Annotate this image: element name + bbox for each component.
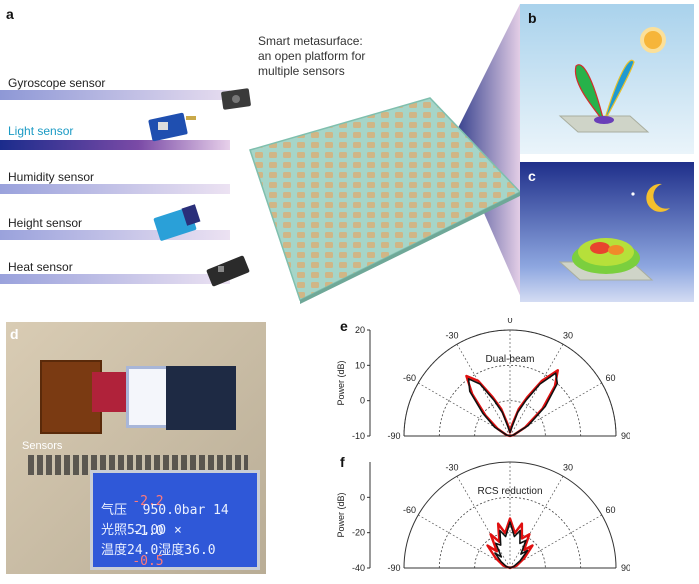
angle-tick-label: -30 xyxy=(445,331,458,341)
panel-label-f: f xyxy=(340,454,345,470)
heat-module xyxy=(206,255,250,287)
sensor-label-gyroscope: Gyroscope sensor xyxy=(8,76,106,90)
caption-line-3: multiple sensors xyxy=(258,64,345,78)
metasurface-edge xyxy=(300,192,520,304)
angle-tick-label: -90 xyxy=(387,431,400,441)
lcd-value-1: -2.2 xyxy=(132,494,164,509)
angle-tick-label: 30 xyxy=(563,331,573,341)
antenna-board xyxy=(166,366,236,430)
angle-tick-label: 90 xyxy=(621,431,630,441)
light-sensor-module xyxy=(148,112,196,142)
panel-label-a: a xyxy=(6,6,14,22)
polar-ring xyxy=(438,364,582,437)
height-beam xyxy=(0,230,230,240)
gyroscope-module xyxy=(221,88,251,110)
y-tick-label: -20 xyxy=(352,528,365,538)
y-tick-label: -40 xyxy=(352,563,365,573)
angle-tick-label: 60 xyxy=(605,505,615,515)
gyroscope-beam xyxy=(0,90,230,100)
angle-tick-label: -90 xyxy=(387,563,400,573)
sensor-label-light: Light sensor xyxy=(8,124,74,138)
angle-tick-label: 30 xyxy=(563,463,573,473)
angle-tick-label: -30 xyxy=(445,463,458,473)
panel-label-c: c xyxy=(528,168,536,184)
metasurface-caption: Smart metasurface: an open platform for … xyxy=(258,34,365,79)
light-beam xyxy=(0,140,230,150)
y-axis-label: Power (dB) xyxy=(336,492,346,537)
controller-board xyxy=(92,372,128,412)
angle-tick-label: 60 xyxy=(605,373,615,383)
moon-icon xyxy=(646,183,670,212)
lcd-value-3: -0.5 xyxy=(132,554,164,569)
angle-tick-label: 0 xyxy=(507,318,512,325)
polar-spoke xyxy=(456,476,511,569)
panel-label-b: b xyxy=(528,10,537,26)
projection-cone xyxy=(452,4,520,296)
caption-line-2: an open platform for xyxy=(258,49,366,63)
humidity-beam xyxy=(0,184,230,194)
polar-chart-rcs-reduction: -90 -60 -30 0 30 60 90 0 -20 -40 Power (dB) RCS red… xyxy=(336,455,630,573)
lcd-pressure-row: 气压 950.0bar 14 xyxy=(101,503,229,518)
series-red-curve xyxy=(486,517,534,570)
caption-line-1: Smart metasurface: xyxy=(258,34,363,48)
heat-beam xyxy=(0,274,230,284)
polar-spoke xyxy=(509,514,602,569)
rcs-reduction-pattern-illustration xyxy=(558,183,670,281)
angle-tick-label: 90 xyxy=(621,563,630,573)
polar-chart-dual-beam: -90 -60 -30 0 30 60 90 20 10 0 -10 Power (dB) Dual-b… xyxy=(336,318,630,441)
y-tick-label: 0 xyxy=(360,396,365,406)
lcd-display: -2.2 -1.0 -0.5 气压 950.0bar 14 光照52.00 × … xyxy=(90,470,260,570)
sun-icon xyxy=(640,27,666,53)
y-axis-label: Power (dB) xyxy=(336,360,346,405)
polar-spoke xyxy=(509,476,564,569)
lcd-temp-humidity-row: 温度24.0湿度36.0 xyxy=(101,543,216,558)
polar-spoke xyxy=(456,344,511,437)
sensor-label-height: Height sensor xyxy=(8,216,83,230)
panel-label-d: d xyxy=(10,326,19,342)
panel-label-e: e xyxy=(340,318,348,334)
angle-tick-label: 0 xyxy=(507,455,512,457)
y-tick-label: 10 xyxy=(355,360,365,370)
angle-tick-label: -60 xyxy=(403,505,416,515)
angle-tick-label: -60 xyxy=(403,373,416,383)
polar-spoke xyxy=(509,344,564,437)
sensor-label-humidity: Humidity sensor xyxy=(8,170,95,184)
series-black-curve xyxy=(494,521,529,569)
y-tick-label: 0 xyxy=(360,492,365,502)
lcd-light-row: 光照52.00 × xyxy=(101,523,182,538)
y-tick-label: 20 xyxy=(355,325,365,335)
lcd-value-2: -1.0 xyxy=(132,524,164,539)
sensors-photo-label: Sensors xyxy=(22,440,63,452)
chart-annotation: RCS reduction xyxy=(477,486,542,497)
polar-ring xyxy=(438,496,582,569)
chart-annotation: Dual-beam xyxy=(486,354,535,365)
polar-spoke xyxy=(418,514,511,569)
dual-beam-pattern-illustration xyxy=(558,27,666,133)
series-black-curve xyxy=(467,372,559,437)
sensor-label-heat: Heat sensor xyxy=(8,260,73,274)
y-tick-label: -10 xyxy=(352,431,365,441)
metasurface-plate xyxy=(249,97,520,302)
metasurface-illustration xyxy=(148,4,520,304)
humidity-module xyxy=(153,204,201,241)
